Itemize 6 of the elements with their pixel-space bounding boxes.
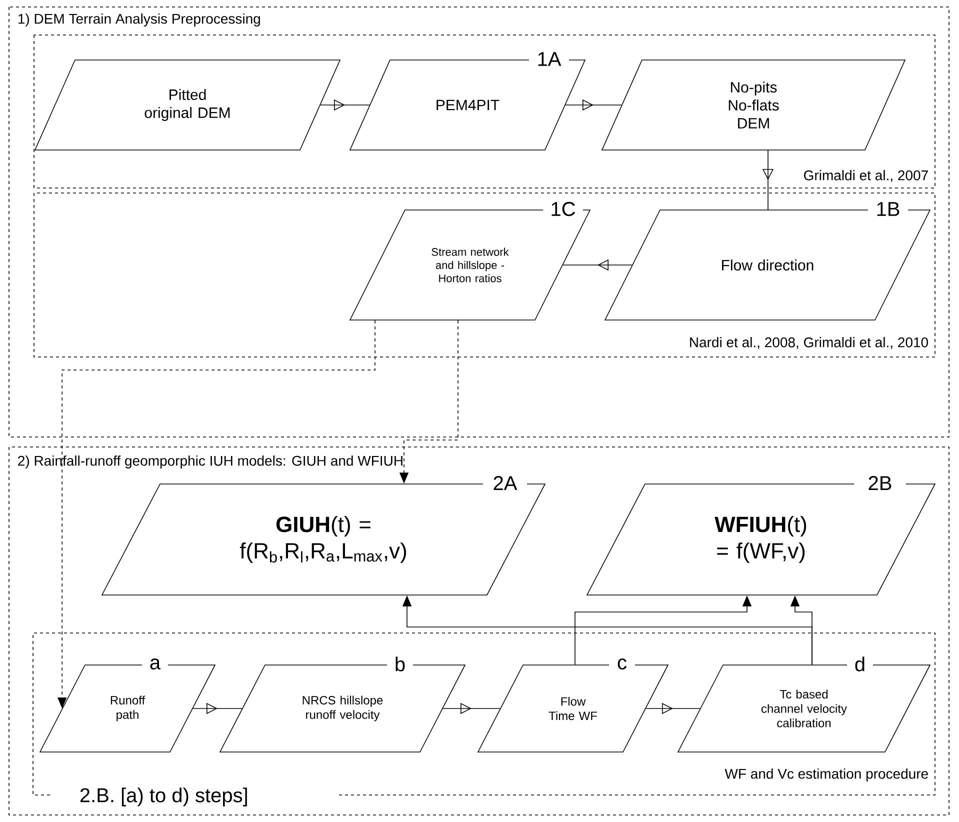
section-title: 2) Rainfall-runoff geomporphic IUH models: GIUH and WFIUH	[18, 455, 402, 469]
citation: Grimaldi et al., 2007	[804, 170, 928, 182]
citation: Nardi et al., 2008, Grimaldi et al., 2010	[690, 337, 928, 349]
section-title: 2.B. [a) to d) steps]	[80, 788, 247, 806]
frame-label: WF and Vc estimation procedure	[724, 768, 928, 782]
section-title: 1) DEM Terrain Analysis Preprocessing	[18, 13, 260, 27]
